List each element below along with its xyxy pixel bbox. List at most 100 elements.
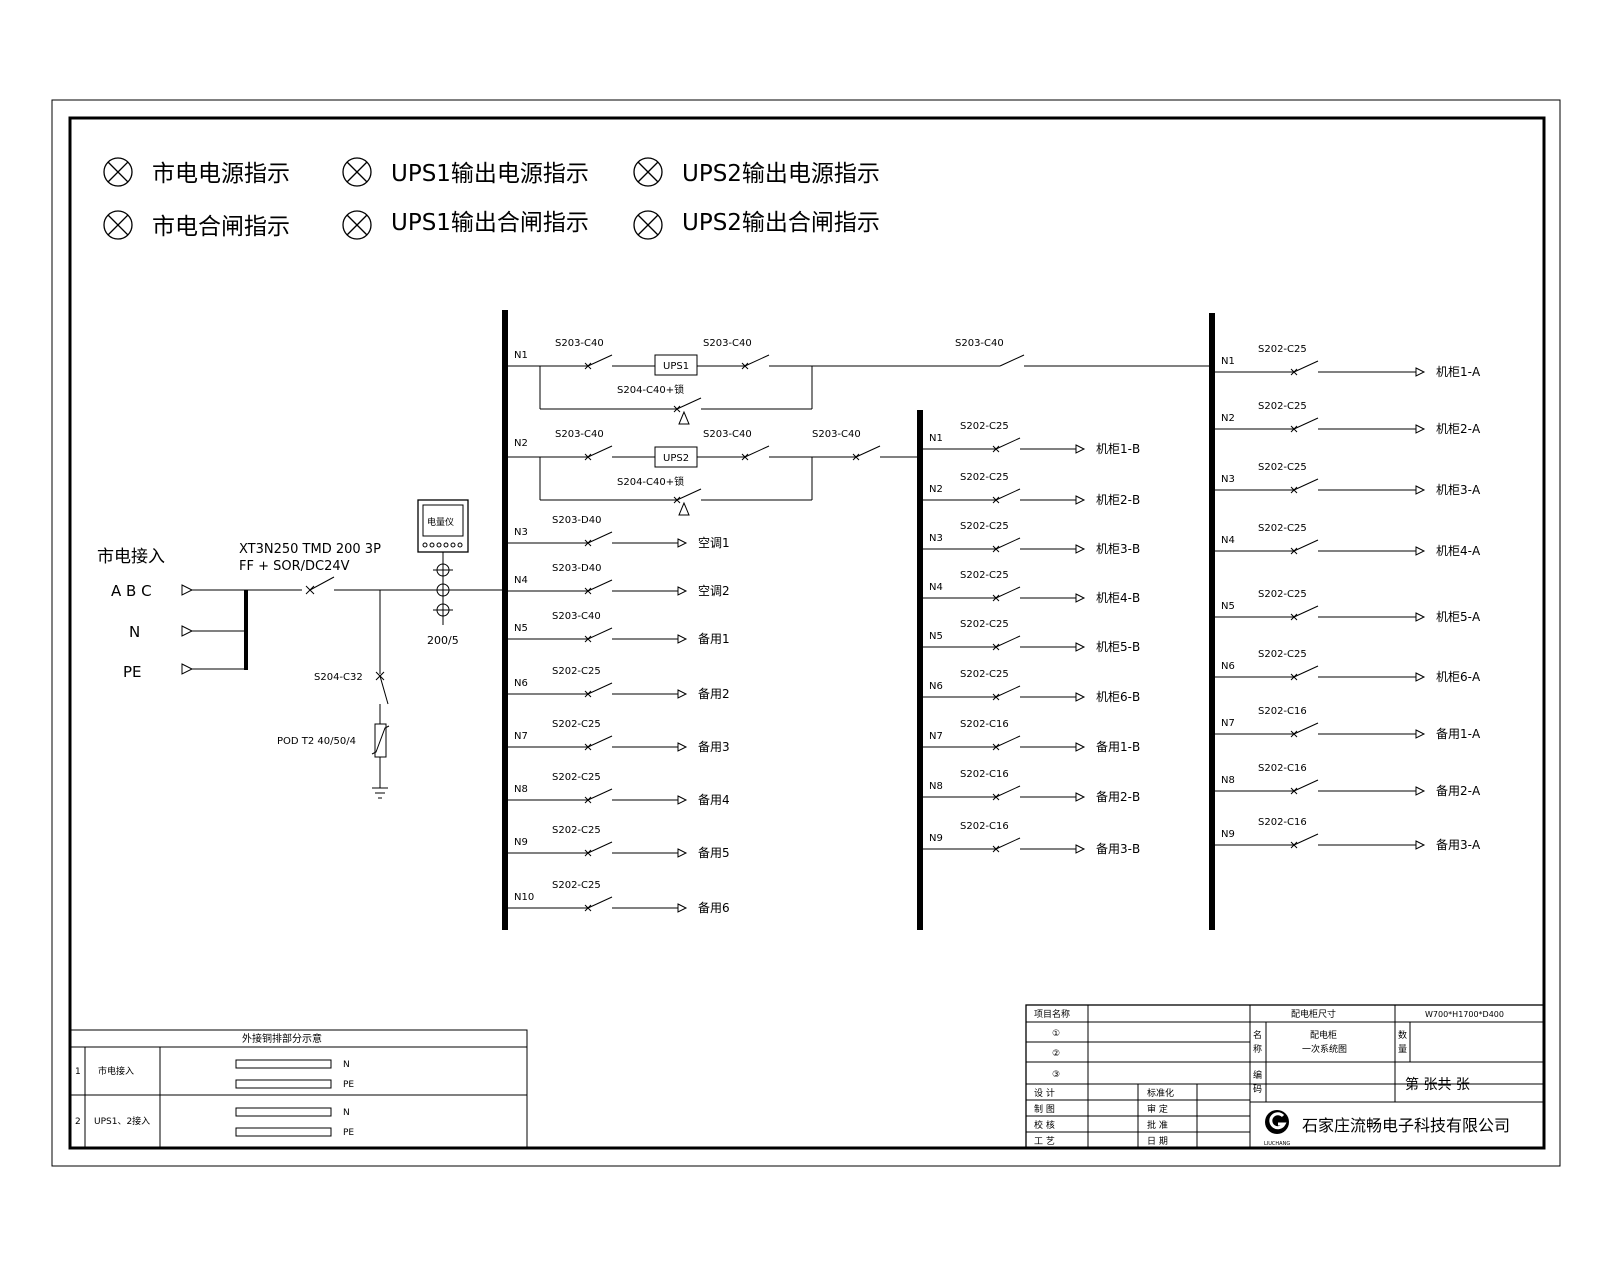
load-label: 机柜1-A [1436, 365, 1481, 379]
outlet-arrow-icon [1075, 495, 1086, 505]
breaker-label: S202-C25 [1258, 462, 1307, 473]
item-label: ① [1052, 1029, 1060, 1039]
ups-box [654, 354, 698, 376]
circuit-tag: N6 [1221, 661, 1235, 672]
outlet-arrow-icon [677, 586, 688, 596]
bypass-breaker-label: S204-C40+锁 [617, 383, 684, 396]
legend-label: UPS2输出合闸指示 [682, 210, 880, 236]
ground-icon [372, 787, 388, 799]
breaker-label: S202-C25 [960, 619, 1009, 630]
indicator-lamp-icon [342, 157, 372, 187]
row-name: UPS1、2接入 [94, 1115, 150, 1127]
load-label: 机柜5-B [1096, 640, 1140, 654]
indicator-lamp-icon [633, 210, 663, 240]
breaker-label: S202-C25 [960, 472, 1009, 483]
code-label: 编 [1253, 1069, 1262, 1081]
load-label: 机柜6-B [1096, 690, 1140, 704]
load-label: 空调2 [698, 584, 730, 598]
breaker-label: S203-C40 [555, 429, 604, 440]
surge-protector-icon [371, 723, 390, 758]
outlet-arrow-icon [1075, 844, 1086, 854]
breaker-blade [995, 635, 1021, 648]
legend: 市电电源指示 UPS1输出电源指示 UPS2输出电源指示 市电合闸指示 UPS1… [103, 157, 880, 240]
breaker-blade [1293, 417, 1319, 430]
design-label: 设 计 [1034, 1087, 1055, 1099]
bar-label: N [343, 1060, 350, 1070]
circuit-tag: N10 [514, 892, 534, 903]
spd-breaker-label: S204-C32 [314, 672, 363, 683]
feeder-circuit: N5 S203-C40 备用1 [508, 611, 730, 646]
outlet-arrow-icon [677, 795, 688, 805]
incoming-title: 市电接入 [97, 547, 165, 567]
legend-label: 市电合闸指示 [152, 214, 290, 240]
breaker-blade [995, 537, 1021, 550]
process-label: 工 艺 [1034, 1136, 1055, 1147]
circuit-tag: N1 [1221, 356, 1235, 367]
load-label: 机柜3-A [1436, 483, 1481, 497]
breaker-label: S202-C25 [552, 666, 601, 677]
bus2-feeders: N1S202-C25机柜1-BN2S202-C25机柜2-BN3S202-C25… [923, 421, 1140, 856]
indicator-lamp-icon [103, 210, 133, 240]
load-label: 备用1 [698, 632, 730, 646]
main-breaker-model: XT3N250 TMD 200 3P [239, 542, 381, 557]
breaker-label: S203-C40 [703, 429, 752, 440]
circuit-tag: N5 [514, 623, 528, 634]
spd-label: POD T2 40/50/4 [277, 736, 356, 747]
phase-abc-label: A B C [111, 582, 152, 600]
breaker-blade [587, 735, 613, 748]
outlet-arrow-icon [1415, 786, 1426, 796]
load-label: 备用1-B [1096, 740, 1140, 754]
ups-label: UPS2 [663, 453, 689, 464]
breaker-label: S203-D40 [552, 563, 601, 574]
circuit-tag: N3 [929, 533, 943, 544]
main-breaker-icon [305, 576, 335, 595]
row-number: 1 [75, 1067, 81, 1077]
load-label: 备用5 [698, 846, 730, 860]
company-name: 石家庄流畅电子科技有限公司 [1302, 1116, 1510, 1135]
breaker-blade [995, 488, 1021, 501]
outlet-arrow-icon [677, 634, 688, 644]
breaker-blade [1293, 833, 1319, 846]
circuit-tag: N8 [514, 784, 528, 795]
outlet-arrow-icon [1075, 544, 1086, 554]
circuit-tag: N1 [514, 350, 528, 361]
load-label: 备用6 [698, 901, 730, 915]
breaker-label: S203-C40 [552, 611, 601, 622]
breaker-blade [995, 837, 1021, 850]
terminal-n-icon [181, 625, 194, 637]
bar-label: PE [343, 1080, 354, 1090]
approve-label: 批 准 [1147, 1119, 1168, 1131]
load-label: 备用1-A [1436, 727, 1481, 741]
breaker-label: S202-C25 [1258, 589, 1307, 600]
breaker-blade [587, 896, 613, 909]
load-label: 空调1 [698, 536, 730, 550]
circuit-tag: N2 [1221, 413, 1235, 424]
outlet-arrow-icon [1415, 367, 1426, 377]
name-value: 配电柜 [1310, 1029, 1337, 1041]
breaker-label: S203-D40 [552, 515, 601, 526]
outlet-arrow-icon [677, 689, 688, 699]
outlet-arrow-icon [1415, 840, 1426, 850]
indicator-lamp-icon [633, 157, 663, 187]
outlet-arrow-icon [1415, 424, 1426, 434]
meter-label: 电量仪 [427, 516, 454, 528]
load-label: 备用3 [698, 740, 730, 754]
row-number: 2 [75, 1117, 81, 1127]
neutral-label: N [129, 623, 140, 641]
breaker-blade [995, 437, 1021, 450]
load-label: 备用3-A [1436, 838, 1481, 852]
